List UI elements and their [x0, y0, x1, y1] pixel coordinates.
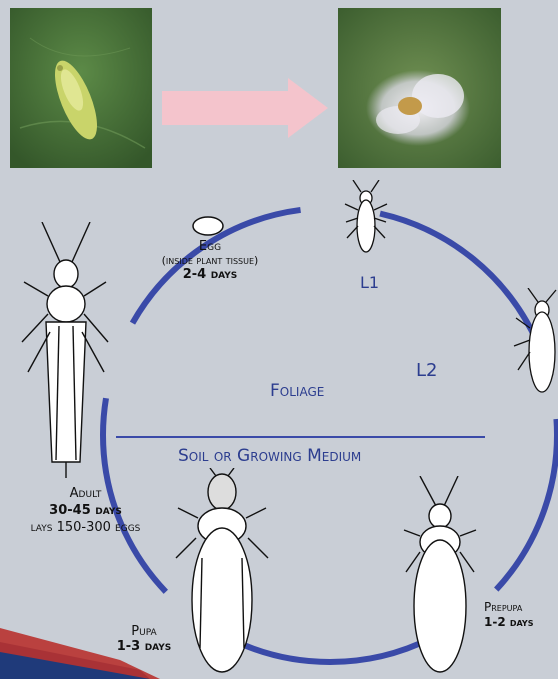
adult-eggs: lays 150-300 eggs	[8, 519, 163, 536]
egg-duration: 2-4 days	[150, 268, 270, 282]
egg-icon	[191, 215, 225, 237]
egg-note: (inside plant tissue)	[150, 254, 270, 268]
l2-larva-icon	[512, 288, 558, 400]
egg-name: Egg	[150, 240, 270, 254]
adult-label: Adult 30-45 days lays 150-300 eggs	[8, 485, 163, 536]
prepupa-icon	[400, 476, 480, 676]
pupa-label: Pupa 1-3 days	[109, 624, 179, 654]
adult-thrips-icon	[10, 222, 116, 480]
pink-arrow-icon	[162, 78, 328, 138]
foliage-label: Foliage	[270, 381, 324, 401]
prepupa-label: Prepupa 1-2 days	[484, 600, 558, 630]
pupa-icon	[172, 468, 272, 676]
l1-larva-icon	[343, 180, 389, 262]
prepupa-name: Prepupa	[484, 600, 558, 615]
photo-infected-larva	[338, 8, 501, 168]
soil-label: Soil or Growing Medium	[178, 446, 361, 466]
l1-label: L1	[360, 273, 379, 292]
photo-healthy-larva	[10, 8, 152, 168]
adult-duration: 30-45 days	[8, 502, 163, 519]
l2-label: L2	[416, 360, 437, 381]
prepupa-duration: 1-2 days	[484, 615, 558, 630]
pupa-duration: 1-3 days	[109, 639, 179, 654]
egg-label: Egg (inside plant tissue) 2-4 days	[150, 240, 270, 282]
pupa-name: Pupa	[109, 624, 179, 639]
adult-name: Adult	[8, 485, 163, 502]
